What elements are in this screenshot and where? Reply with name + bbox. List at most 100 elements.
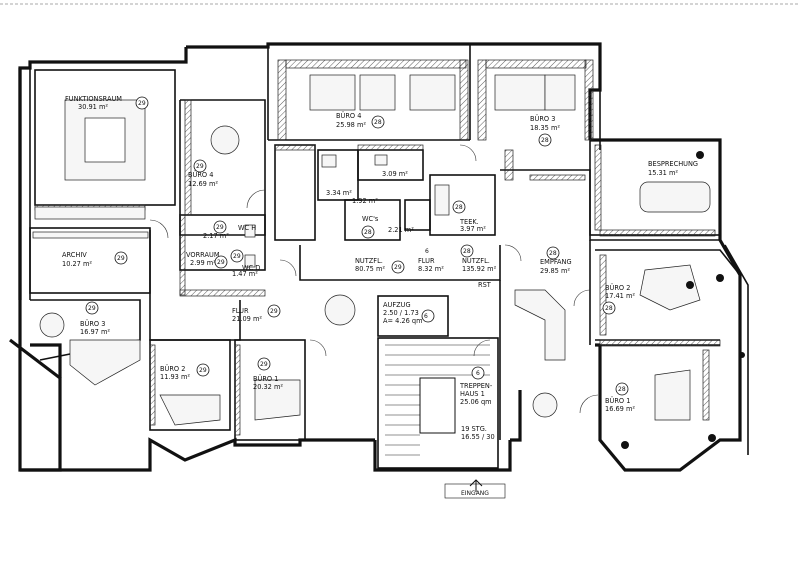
code-marker bbox=[213, 220, 227, 234]
room-area-vorraum: 2.99 m² bbox=[190, 259, 216, 267]
room-code-wcs: 28 bbox=[364, 229, 372, 236]
code-marker bbox=[114, 251, 128, 265]
code-marker bbox=[257, 357, 271, 371]
room-name-rst: RST bbox=[478, 281, 492, 289]
room-name-funktionsraum: FUNKTIONSRAUM bbox=[65, 95, 122, 103]
room-code-buero1-left: 29 bbox=[260, 361, 268, 368]
code-marker bbox=[371, 115, 385, 129]
room-name-nutzfl-left: NUTZFL. bbox=[355, 257, 383, 265]
room-area-wc-h: 2.17 m² bbox=[203, 232, 229, 240]
room-code-treppenhaus: 6 bbox=[476, 370, 480, 377]
room-code-funktionsraum: 29 bbox=[138, 100, 146, 107]
room-area-aufzug: 2.50 / 1.73 bbox=[383, 309, 419, 317]
room-area-buero4-left: 12.69 m² bbox=[188, 180, 218, 188]
room-area-nutzfl-left: 80.75 m² bbox=[355, 265, 385, 273]
code-marker bbox=[471, 366, 485, 380]
code-marker bbox=[602, 301, 616, 315]
room-name-nutzfl-right: NUTZFL. bbox=[462, 257, 490, 265]
room-code-wc-h: 29 bbox=[216, 224, 224, 231]
room-area-teek: 3.97 m² bbox=[460, 225, 486, 233]
entrance-label: EINGANG bbox=[461, 490, 489, 497]
room-name-wc-h: WC H bbox=[238, 224, 256, 232]
room-code-buero4-left: 29 bbox=[196, 163, 204, 170]
room-code-buero2-left: 29 bbox=[199, 367, 207, 374]
room-area-buero1-left: 20.32 m² bbox=[253, 383, 283, 391]
code-marker bbox=[193, 159, 207, 173]
room-name-archiv: ARCHIV bbox=[62, 251, 87, 259]
room-code-archiv: 29 bbox=[117, 255, 125, 262]
code-marker bbox=[230, 249, 244, 263]
room-name-flur-left: FLUR bbox=[232, 307, 249, 315]
room-area-buero1-right: 16.69 m² bbox=[605, 405, 635, 413]
room-area-small-192: 1.92 m² bbox=[352, 197, 378, 205]
furniture bbox=[32, 74, 711, 456]
code-marker bbox=[196, 363, 210, 377]
room-name-vorraum: VORRAUM bbox=[186, 251, 220, 259]
room-area-buero3-top: 18.35 m² bbox=[530, 124, 560, 132]
room-code-empfang: 28 bbox=[549, 250, 557, 257]
room-code-buero1-right: 28 bbox=[618, 386, 626, 393]
room-area-buero3-left: 16.97 m² bbox=[80, 328, 110, 336]
room-code-buero4-top: 28 bbox=[374, 119, 382, 126]
room-name-buero1-right: BÜRO 1 bbox=[605, 396, 630, 405]
room-name-buero3-top: BÜRO 3 bbox=[530, 114, 555, 123]
door-swings bbox=[149, 144, 599, 414]
room-code-flur-mid: 6 bbox=[425, 248, 429, 255]
room-area-flur-left: 21.09 m² bbox=[232, 315, 262, 323]
room-code-buero3-top: 28 bbox=[541, 137, 549, 144]
room-name-empfang: EMPFANG bbox=[540, 258, 572, 266]
room-area-nutzfl-right: 135.92 m² bbox=[462, 265, 497, 273]
plant-icons bbox=[621, 151, 745, 449]
room-code-wc-d: 29 bbox=[233, 253, 241, 260]
room-area-buero2-left: 11.93 m² bbox=[160, 373, 190, 381]
room-name-besprechung: BESPRECHUNG bbox=[648, 160, 698, 168]
room-area-small-221: 2.21 m² bbox=[388, 226, 414, 234]
code-marker bbox=[361, 225, 375, 239]
room-labels: FUNKTIONSRAUM 30.91 m² 29 BÜRO 4 12.69 m… bbox=[62, 95, 698, 441]
room-area-buero4-top: 25.98 m² bbox=[336, 121, 366, 129]
room-area-stg: 16.55 / 30 bbox=[461, 433, 495, 441]
room-name-flur-mid: FLUR bbox=[418, 257, 435, 265]
room-code-buero3-left: 29 bbox=[88, 305, 96, 312]
room-area-flur-mid: 8.32 m² bbox=[418, 265, 444, 273]
room-area-buero2-right: 17.41 m² bbox=[605, 292, 635, 300]
room-code-flur-left: 29 bbox=[270, 308, 278, 315]
room-name-buero3-left: BÜRO 3 bbox=[80, 319, 105, 328]
code-marker bbox=[460, 244, 474, 258]
room-code-vorraum: 29 bbox=[217, 259, 225, 266]
room-name-wc-d: WC D bbox=[242, 264, 260, 272]
room-name-wcs: WC's bbox=[362, 215, 379, 223]
room-area-treppenhaus: 25.06 qm bbox=[460, 398, 492, 406]
room-code-nutzfl-right: 28 bbox=[463, 248, 471, 255]
room-name2-treppenhaus: HAUS 1 bbox=[460, 390, 485, 398]
room-name-stg: 19 STG. bbox=[461, 425, 487, 433]
entrance-marker: EINGANG bbox=[444, 479, 506, 499]
code-marker bbox=[214, 255, 228, 269]
room-name-teek: TEEK. bbox=[459, 218, 479, 226]
room-name-treppenhaus: TREPPEN- bbox=[459, 382, 493, 390]
room-area-funktionsraum: 30.91 m² bbox=[78, 103, 108, 111]
room-area-besprechung: 15.31 m² bbox=[648, 169, 678, 177]
code-marker bbox=[85, 301, 99, 315]
room-code-nutzfl-left: 29 bbox=[394, 264, 402, 271]
room-name-buero4-left: BÜRO 4 bbox=[188, 170, 213, 179]
room-name-buero4-top: BÜRO 4 bbox=[336, 111, 361, 120]
code-marker bbox=[421, 309, 435, 323]
code-marker bbox=[538, 133, 552, 147]
room-name-aufzug: AUFZUG bbox=[383, 301, 411, 309]
room-extra-aufzug: A= 4.26 qm bbox=[383, 317, 423, 325]
room-area-small-334: 3.34 m² bbox=[326, 189, 352, 197]
room-code-teek: 28 bbox=[455, 204, 463, 211]
room-code-buero2-right: 28 bbox=[605, 305, 613, 312]
code-marker bbox=[391, 260, 405, 274]
code-marker bbox=[135, 96, 149, 110]
room-area-small-309: 3.09 m² bbox=[382, 170, 408, 178]
room-area-empfang: 29.85 m² bbox=[540, 267, 570, 275]
room-name-buero2-right: BÜRO 2 bbox=[605, 283, 630, 292]
room-area-archiv: 10.27 m² bbox=[62, 260, 92, 268]
room-name-buero1-left: BÜRO 1 bbox=[253, 374, 278, 383]
code-marker bbox=[615, 382, 629, 396]
code-marker bbox=[267, 304, 281, 318]
room-code-aufzug: 6 bbox=[424, 313, 428, 320]
